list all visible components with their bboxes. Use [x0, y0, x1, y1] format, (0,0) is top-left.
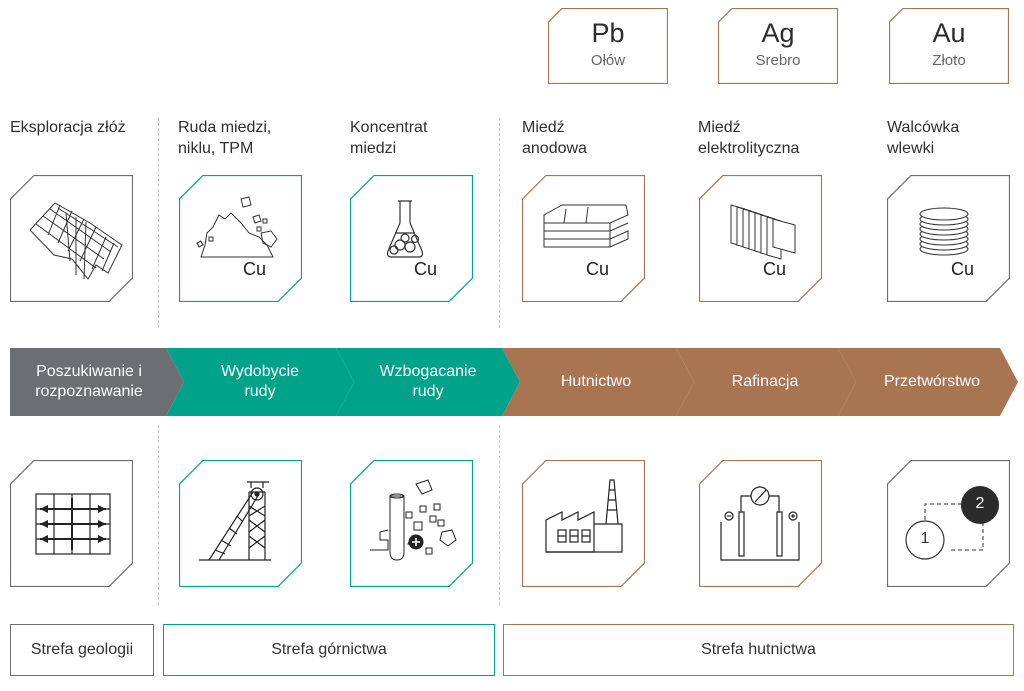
- column-divider: [158, 425, 159, 605]
- product-label: Eksploracja złóż: [10, 119, 126, 136]
- metal-box-ag: Ag Srebro: [718, 8, 838, 84]
- product-label: Miedź anodowa: [522, 119, 587, 157]
- column-divider: [158, 118, 159, 328]
- process-card: [522, 460, 645, 587]
- metal-name: Srebro: [755, 52, 801, 69]
- process-card: [10, 460, 133, 587]
- zone-mining: Strefa górnictwa: [163, 624, 495, 676]
- electrolysis-icon: [720, 486, 800, 561]
- metal-box-pb: Pb Ołów: [548, 8, 668, 84]
- cathode-sheets-icon: [730, 204, 796, 260]
- metal-name: Ołów: [590, 52, 626, 69]
- product-label: Miedź elektrolityczna: [698, 119, 800, 157]
- product-label: Walcówka wlewki: [887, 119, 960, 157]
- stage-arrow-refining: [676, 348, 856, 416]
- stage-arrows: [10, 348, 1018, 416]
- survey-grid-icon: [35, 493, 111, 555]
- process-card: [699, 460, 822, 587]
- product-card: Cu: [350, 175, 473, 302]
- flotation-icon: [370, 479, 457, 561]
- product-card: [10, 175, 133, 302]
- product-card: Cu: [699, 175, 822, 302]
- anode-stack-icon: [543, 204, 629, 248]
- metal-name: Złoto: [932, 52, 966, 69]
- stage-arrow-exploration: [10, 348, 184, 416]
- product-label: Ruda miedzi, niklu, TPM: [178, 119, 272, 157]
- stage-arrow-concentration: [336, 348, 520, 416]
- metal-symbol: Au: [932, 18, 966, 48]
- product-card: Cu: [522, 175, 645, 302]
- column-divider: [499, 425, 500, 605]
- smelter-icon: [545, 479, 623, 553]
- stage-arrow-processing: [838, 348, 1018, 416]
- column-divider: [499, 118, 500, 328]
- stage-arrow-mining: [166, 348, 354, 416]
- metal-box-au: Au Złoto: [889, 8, 1009, 84]
- product-card: Cu: [887, 175, 1010, 302]
- zone-metallurgy: Strefa hutnictwa: [503, 624, 1014, 676]
- cu-symbol: Cu: [243, 259, 267, 279]
- stage-arrow-smelting: [502, 348, 694, 416]
- metal-symbol: Ag: [761, 18, 795, 48]
- step-two-label: 2: [975, 495, 985, 512]
- cu-symbol: Cu: [586, 259, 610, 279]
- process-card: [179, 460, 302, 587]
- deposit-grid-icon: [29, 202, 123, 280]
- zone-geology: Strefa geologii: [10, 624, 154, 676]
- metal-symbol: Pb: [591, 18, 625, 48]
- step-one-label: 1: [920, 530, 930, 547]
- cu-symbol: Cu: [414, 259, 438, 279]
- stage-label: Poszukiwanie i rozpoznawanie: [35, 363, 143, 400]
- step-two: [961, 486, 999, 524]
- flask-icon: [386, 200, 424, 258]
- cu-symbol: Cu: [951, 259, 975, 279]
- stage-label: Przetwórstwo: [883, 373, 981, 390]
- cu-symbol: Cu: [763, 259, 787, 279]
- ore-pile-icon: [196, 196, 278, 258]
- mine-shaft-icon: [199, 481, 271, 561]
- product-card: Cu: [179, 175, 302, 302]
- process-card: [350, 460, 473, 587]
- stage-label: Wydobycie rudy: [220, 363, 300, 400]
- stage-label: Rafinacja: [731, 373, 799, 390]
- stage-label: Wzbogacanie rudy: [379, 363, 477, 400]
- stage-label: Hutnictwo: [560, 373, 632, 390]
- wire-coil-icon: [919, 207, 969, 256]
- product-label: Koncentrat miedzi: [350, 119, 428, 157]
- step-one: [905, 520, 945, 560]
- process-card: 1 2: [887, 460, 1010, 587]
